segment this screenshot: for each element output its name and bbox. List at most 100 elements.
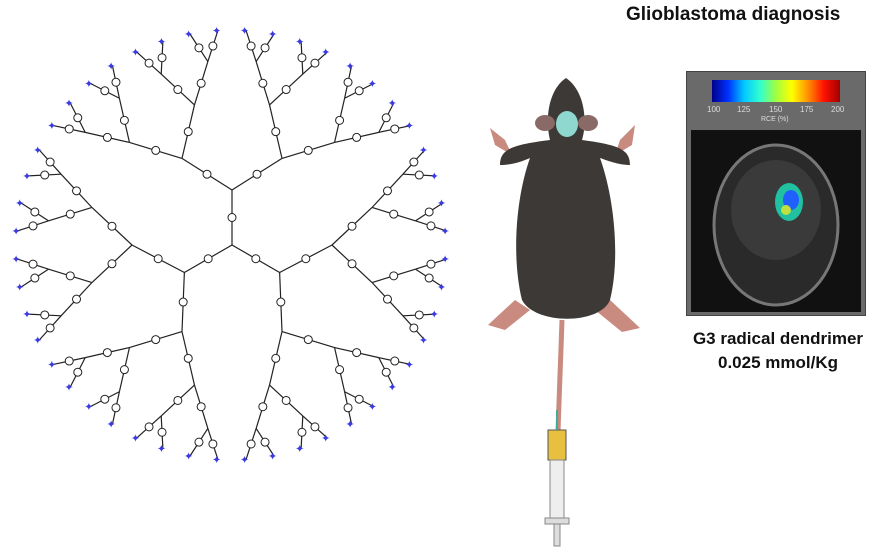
radical-end-group: ✦ [441,226,450,238]
phenyl-ring [260,43,270,53]
phenyl-ring [28,259,38,269]
radical-end-group: ✦ [441,254,450,266]
phenyl-ring [389,209,399,219]
radical-end-group: ✦ [212,455,221,467]
radical-end-group: ✦ [405,359,414,371]
phenyl-ring [111,77,121,87]
phenyl-ring [297,427,307,437]
radical-end-group: ✦ [22,171,31,183]
phenyl-ring [173,395,183,405]
mri-panel: 100 125 150 175 200 RCE (%) [686,71,866,316]
radical-end-group: ✦ [295,36,304,48]
phenyl-ring [28,221,38,231]
phenyl-ring [343,77,353,87]
radical-end-group: ✦ [184,29,193,41]
phenyl-ring [276,297,286,307]
radical-end-group: ✦ [107,61,116,73]
radical-end-group: ✦ [33,145,42,157]
radical-end-group: ✦ [157,444,166,456]
radical-end-group: ✦ [15,198,24,210]
syringe [544,410,570,547]
radical-end-group: ✦ [22,309,31,321]
mouse-ear-right [578,115,598,131]
phenyl-ring [390,356,400,366]
phenyl-ring [119,365,129,375]
phenyl-ring [258,402,268,412]
radical-end-group: ✦ [11,254,20,266]
phenyl-ring [157,427,167,437]
phenyl-ring [64,356,74,366]
phenyl-ring [196,78,206,88]
phenyl-ring [414,170,424,180]
phenyl-ring [102,348,112,358]
phenyl-ring [409,157,419,167]
phenyl-ring [246,439,256,449]
phenyl-ring [196,402,206,412]
phenyl-ring [227,213,237,222]
radical-end-group: ✦ [268,29,277,41]
colorbar-tick: 100 [707,105,721,114]
phenyl-ring [157,53,167,63]
phenyl-ring [251,254,261,264]
phenyl-ring [208,41,218,51]
phenyl-ring [111,403,121,413]
radical-end-group: ✦ [15,282,24,294]
phenyl-ring [40,310,50,320]
phenyl-ring [107,221,117,231]
radical-end-group: ✦ [345,61,354,73]
radical-end-group: ✦ [33,335,42,347]
phenyl-ring [178,297,188,307]
phenyl-ring [390,124,400,134]
colorbar-tick: 200 [831,105,845,114]
phenyl-ring [102,132,112,142]
phenyl-ring [354,86,364,96]
phenyl-ring [347,221,357,231]
mri-scan [691,130,861,312]
phenyl-ring [153,254,163,264]
radical-end-group: ✦ [64,98,73,110]
phenyl-ring [303,335,313,345]
phenyl-ring [151,335,161,345]
colorbar-tick: 175 [800,105,814,114]
radical-end-group: ✦ [419,145,428,157]
phenyl-ring [30,273,40,283]
phenyl-ring [144,422,154,432]
radical-end-group: ✦ [84,402,93,414]
phenyl-ring [45,323,55,333]
phenyl-ring [354,394,364,404]
phenyl-ring [335,115,345,125]
dose-caption: G3 radical dendrimer 0.025 mmol/Kg [666,327,887,375]
phenyl-ring [208,439,218,449]
phenyl-ring [347,259,357,269]
radical-end-group: ✦ [240,25,249,37]
phenyl-ring [252,169,262,179]
phenyl-ring [64,124,74,134]
phenyl-ring [107,259,117,269]
phenyl-ring [194,437,204,447]
radical-end-group: ✦ [295,444,304,456]
phenyl-ring [173,85,183,95]
phenyl-ring [352,348,362,358]
radical-end-group: ✦ [11,226,20,238]
radical-end-group: ✦ [84,78,93,90]
radical-end-group: ✦ [430,171,439,183]
phenyl-ring [100,86,110,96]
radical-end-group: ✦ [345,419,354,431]
phenyl-ring [183,353,193,363]
phenyl-ring [183,127,193,137]
phenyl-ring [301,254,311,264]
phenyl-ring [203,254,213,264]
radical-end-group: ✦ [405,121,414,133]
phenyl-ring [45,157,55,167]
phenyl-ring [382,186,392,196]
phenyl-ring [343,403,353,413]
mouse-legs [488,125,640,332]
phenyl-ring [72,294,82,304]
phenyl-ring [246,41,256,51]
dendrimer-structure: ✦✦✦✦✦✦✦✦✦✦✦✦✦✦✦✦✦✦✦✦✦✦✦✦✦✦✦✦✦✦✦✦✦✦✦✦✦✦✦✦… [11,25,450,467]
phenyl-ring [382,294,392,304]
phenyl-ring [119,115,129,125]
phenyl-ring [258,78,268,88]
radical-end-group: ✦ [240,455,249,467]
